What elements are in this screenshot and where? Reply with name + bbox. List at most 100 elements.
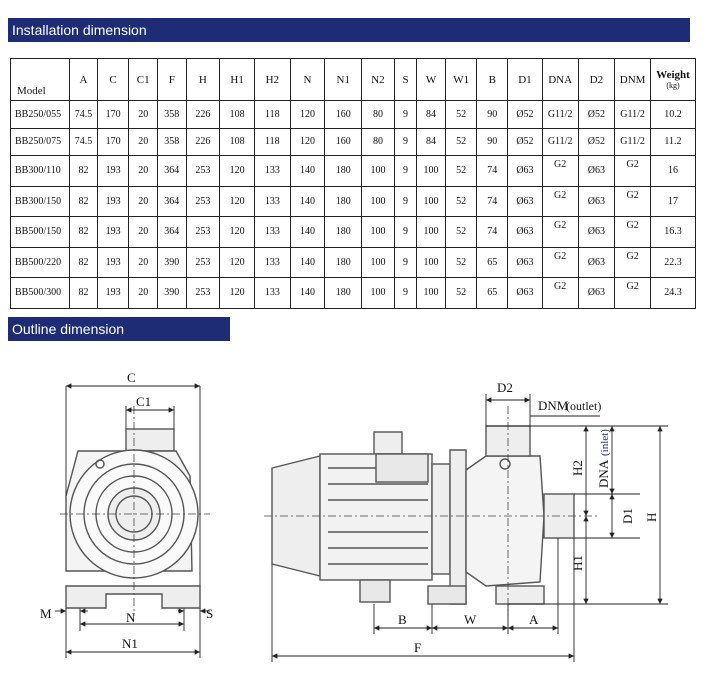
table-cell: 120 (219, 246, 255, 278)
header-w1: W1 (444, 58, 478, 101)
table-cell: G2 (541, 216, 579, 248)
table-cell: 22.3 (649, 246, 697, 278)
table-cell: 108 (219, 127, 255, 156)
table-cell: 390 (156, 246, 187, 278)
table-cell: 118 (253, 127, 291, 156)
header-weight: Weight(kg) (649, 58, 697, 101)
table-cell: 120 (219, 155, 255, 187)
header-f: F (156, 58, 187, 101)
table-cell: 140 (289, 155, 326, 187)
header-a: A (69, 58, 98, 101)
table-cell: Ø63 (507, 246, 543, 278)
front-labels: C C1 M N S N1 (40, 370, 213, 651)
label-dnm: DNM (538, 398, 569, 413)
table-cell: 133 (253, 277, 291, 309)
table-cell: BB500/150 (9, 216, 71, 248)
table-cell: 9 (393, 100, 418, 129)
header-h1: H1 (219, 58, 255, 101)
label-h: H (644, 513, 659, 522)
table-cell: Ø63 (577, 277, 616, 309)
label-n1: N1 (122, 636, 138, 651)
table-cell: Ø63 (507, 155, 543, 187)
table-cell: 100 (416, 246, 446, 278)
table-cell: 358 (156, 100, 187, 129)
table-cell: 100 (361, 185, 395, 217)
table-cell: 253 (185, 216, 221, 248)
table-cell: 120 (219, 185, 255, 217)
table-cell: G11/2 (614, 100, 651, 129)
table-cell: 140 (289, 216, 326, 248)
table-cell: 120 (289, 127, 326, 156)
table-cell: 226 (185, 100, 221, 129)
table-cell: 82 (69, 155, 98, 187)
label-s: S (206, 606, 213, 621)
table-cell: Ø63 (577, 246, 616, 278)
table-cell: 120 (219, 277, 255, 309)
table-cell: 364 (156, 185, 187, 217)
outline-dimension-header: Outline dimension (8, 317, 230, 341)
table-cell: 180 (324, 216, 363, 248)
front-dimension-lines (55, 383, 210, 658)
header-w: W (416, 58, 446, 101)
header-d1: D1 (507, 58, 543, 101)
table-cell: 9 (393, 185, 418, 217)
table-cell: 140 (289, 185, 326, 217)
table-cell: BB500/300 (9, 277, 71, 309)
label-c: C (127, 370, 136, 385)
table-cell: G2 (614, 246, 651, 278)
header-d2: D2 (577, 58, 616, 101)
table-cell: 364 (156, 216, 187, 248)
table-cell: G2 (614, 216, 651, 248)
label-h2: H2 (570, 460, 585, 476)
table-cell: 10.2 (649, 100, 697, 129)
table-cell: 193 (96, 246, 130, 278)
table-cell: 52 (444, 127, 478, 156)
table-cell: 100 (416, 216, 446, 248)
table-cell: 20 (128, 216, 158, 248)
header-c: C (96, 58, 130, 101)
header-n: N (289, 58, 326, 101)
table-cell: 84 (416, 100, 446, 129)
table-cell: 80 (361, 100, 395, 129)
table-cell: 253 (185, 155, 221, 187)
table-cell: G2 (614, 185, 651, 217)
table-cell: 82 (69, 246, 98, 278)
table-cell: 52 (444, 100, 478, 129)
header-b: B (476, 58, 509, 101)
header-n1: N1 (324, 58, 363, 101)
table-cell: Ø63 (577, 185, 616, 217)
label-dnm-outlet: (outlet) (566, 399, 601, 413)
table-cell: 82 (69, 277, 98, 309)
table-cell: 9 (393, 216, 418, 248)
table-cell: 74.5 (69, 127, 98, 156)
table-cell: 364 (156, 155, 187, 187)
label-c1: C1 (136, 394, 151, 409)
table-cell: 170 (96, 100, 130, 129)
table-cell: 65 (476, 277, 509, 309)
table-cell: BB300/150 (9, 185, 71, 217)
table-cell: 253 (185, 185, 221, 217)
pump-front-view (65, 428, 201, 609)
table-cell: 16.3 (649, 216, 697, 248)
table-cell: Ø63 (507, 277, 543, 309)
weight-label: Weight (656, 69, 690, 81)
header-s: S (393, 58, 418, 101)
table-cell: Ø52 (577, 100, 616, 129)
table-cell: 82 (69, 185, 98, 217)
table-cell: 118 (253, 100, 291, 129)
table-cell: Ø63 (577, 216, 616, 248)
label-w: W (464, 612, 477, 627)
table-cell: BB250/075 (9, 127, 71, 156)
table-cell: 74 (476, 155, 509, 187)
table-cell: 133 (253, 246, 291, 278)
table-cell: 253 (185, 277, 221, 309)
table-cell: 180 (324, 185, 363, 217)
table-cell: 180 (324, 246, 363, 278)
header-h2: H2 (253, 58, 291, 101)
table-cell: 11.2 (649, 127, 697, 156)
table-cell: BB300/110 (9, 155, 71, 187)
table-cell: 100 (416, 277, 446, 309)
